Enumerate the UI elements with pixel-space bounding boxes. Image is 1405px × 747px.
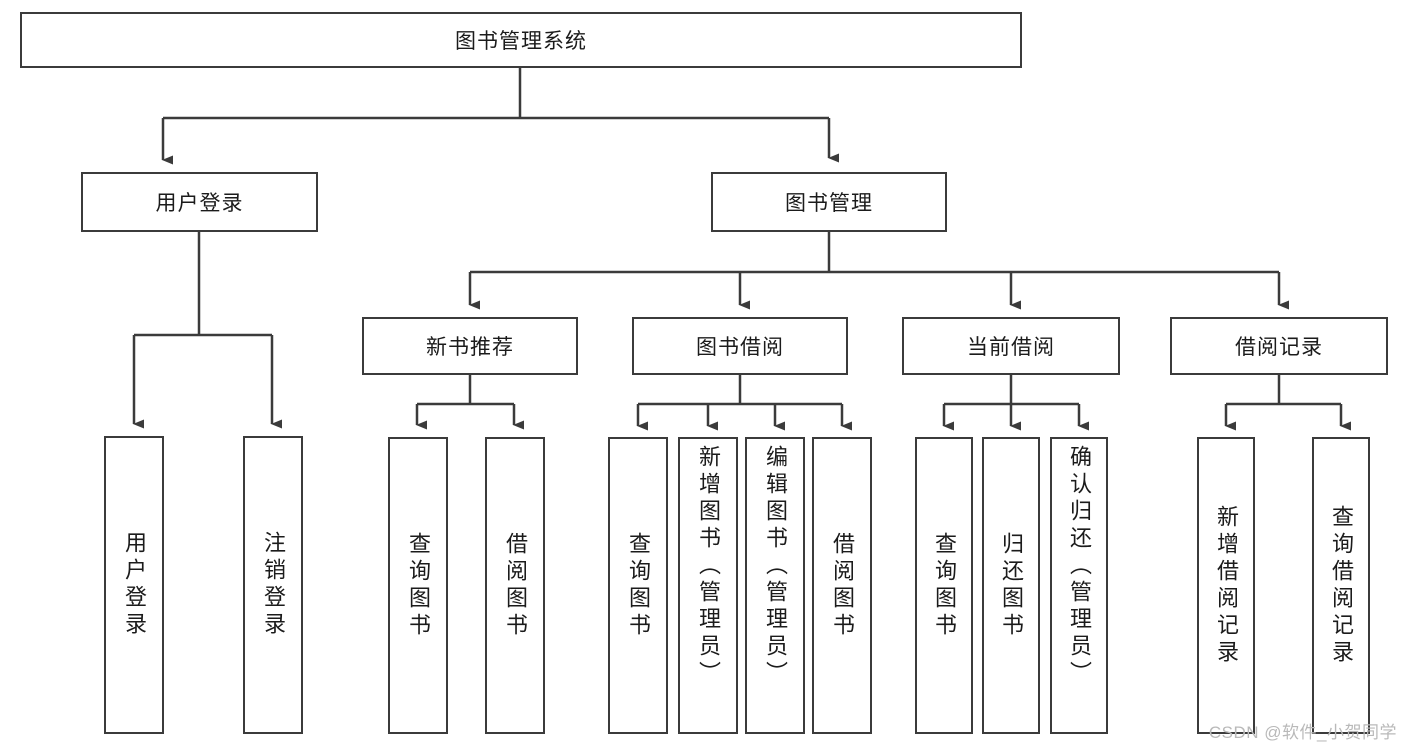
node-leaf-add-borrow-record[interactable]: 新增借阅记录 — [1197, 437, 1255, 734]
node-leaf-borrow-book[interactable]: 借阅图书 — [812, 437, 872, 734]
node-label: 图书借阅 — [696, 336, 784, 359]
node-label: 图书管理系统 — [455, 30, 587, 53]
node-label: 新增图书（管理员） — [696, 445, 721, 688]
node-label: 确认归还（管理员） — [1067, 445, 1092, 688]
node-label: 借阅图书 — [830, 531, 855, 640]
node-label: 查询借阅记录 — [1329, 504, 1354, 667]
node-leaf-logout[interactable]: 注销登录 — [243, 436, 303, 734]
node-label: 查询图书 — [626, 531, 651, 640]
csdn-watermark: CSDN @软件_小贺同学 — [1208, 723, 1397, 742]
node-user-login[interactable]: 用户登录 — [81, 172, 318, 232]
node-label: 注销登录 — [261, 531, 286, 639]
node-leaf-query-book-recommend[interactable]: 查询图书 — [388, 437, 448, 734]
node-leaf-user-login[interactable]: 用户登录 — [104, 436, 164, 734]
node-label: 新书推荐 — [426, 336, 514, 359]
node-leaf-edit-book-admin[interactable]: 编辑图书（管理员） — [745, 437, 805, 734]
node-root-book-management-system[interactable]: 图书管理系统 — [20, 12, 1022, 68]
node-label: 用户登录 — [122, 531, 147, 639]
node-label: 新增借阅记录 — [1214, 504, 1239, 667]
node-label: 编辑图书（管理员） — [763, 445, 788, 688]
node-leaf-confirm-return-admin[interactable]: 确认归还（管理员） — [1050, 437, 1108, 734]
node-label: 当前借阅 — [967, 336, 1055, 359]
node-new-book-recommend[interactable]: 新书推荐 — [362, 317, 578, 375]
node-leaf-borrow-book-recommend[interactable]: 借阅图书 — [485, 437, 545, 734]
node-current-borrow[interactable]: 当前借阅 — [902, 317, 1120, 375]
node-label: 用户登录 — [155, 192, 244, 215]
node-book-management[interactable]: 图书管理 — [711, 172, 947, 232]
node-borrow-record[interactable]: 借阅记录 — [1170, 317, 1388, 375]
node-label: 借阅图书 — [503, 531, 528, 640]
node-label: 查询图书 — [406, 531, 431, 640]
node-leaf-query-borrow-record[interactable]: 查询借阅记录 — [1312, 437, 1370, 734]
node-book-borrow[interactable]: 图书借阅 — [632, 317, 848, 375]
node-leaf-query-book-borrow[interactable]: 查询图书 — [608, 437, 668, 734]
node-label: 归还图书 — [999, 531, 1024, 640]
node-leaf-query-book-current[interactable]: 查询图书 — [915, 437, 973, 734]
node-leaf-add-book-admin[interactable]: 新增图书（管理员） — [678, 437, 738, 734]
node-label: 查询图书 — [932, 531, 957, 640]
node-leaf-return-book[interactable]: 归还图书 — [982, 437, 1040, 734]
node-label: 借阅记录 — [1235, 336, 1323, 359]
node-label: 图书管理 — [785, 192, 873, 215]
